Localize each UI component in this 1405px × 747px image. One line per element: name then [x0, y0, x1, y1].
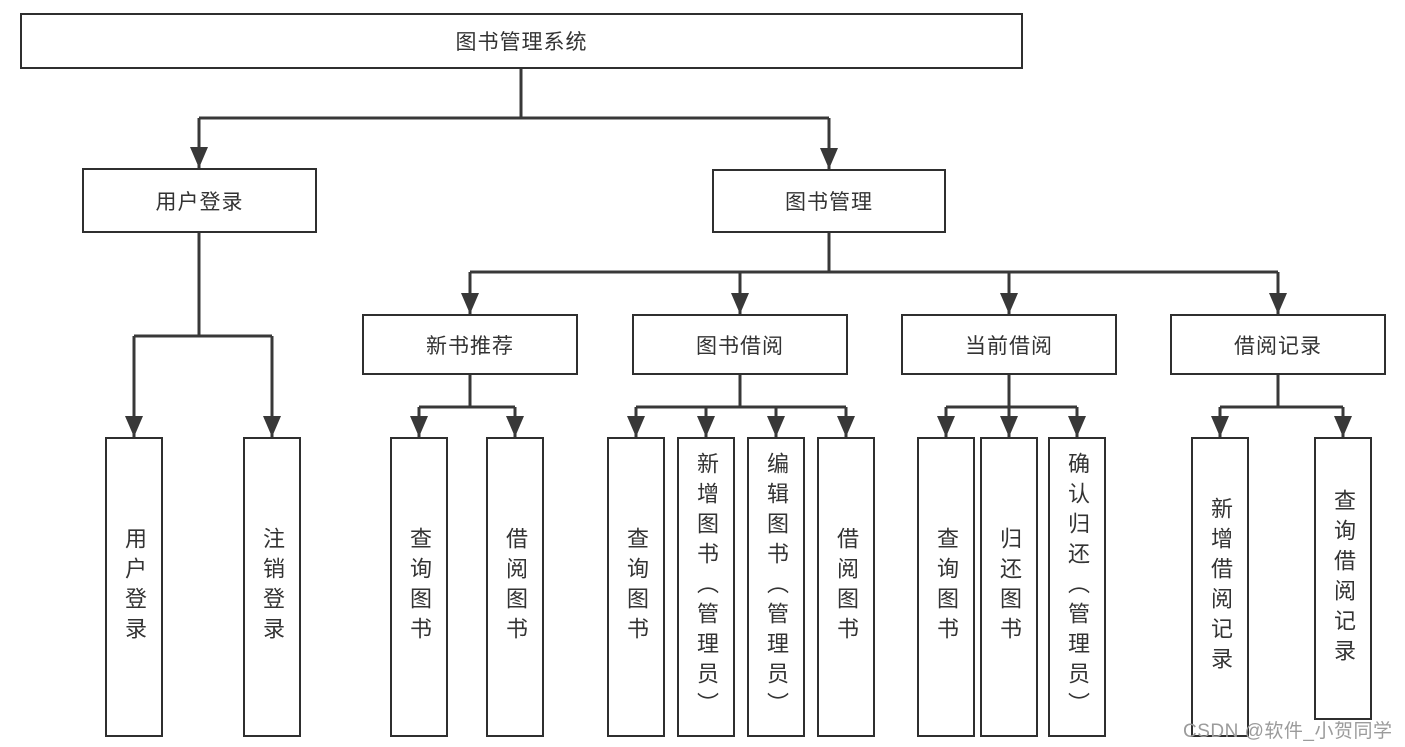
node-root-system: 图书管理系统	[20, 13, 1023, 69]
leaf-borrow-books: 借阅图书	[817, 437, 875, 737]
node-label: 用户登录	[155, 190, 244, 214]
leaf-label: 注销登录	[260, 527, 285, 647]
node-user-login-module: 用户登录	[82, 168, 317, 233]
leaf-query-books-borrow: 查询图书	[607, 437, 665, 737]
leaf-label: 新增图书（管理员）	[694, 452, 719, 722]
leaf-label: 编辑图书（管理员）	[764, 452, 789, 722]
leaf-query-books-current: 查询图书	[917, 437, 975, 737]
leaf-label: 借阅图书	[834, 527, 859, 647]
leaf-logout: 注销登录	[243, 437, 301, 737]
leaf-label: 新增借阅记录	[1208, 497, 1233, 677]
leaf-label: 查询图书	[624, 527, 649, 647]
leaf-edit-books-admin: 编辑图书（管理员）	[747, 437, 805, 737]
leaf-query-borrow-record: 查询借阅记录	[1314, 437, 1372, 720]
leaf-label: 查询图书	[407, 527, 432, 647]
leaf-confirm-return-admin: 确认归还（管理员）	[1048, 437, 1106, 737]
node-label: 借阅记录	[1234, 334, 1322, 358]
csdn-watermark: CSDN @软件_小贺同学	[1183, 721, 1393, 742]
leaf-borrow-books-recommend: 借阅图书	[486, 437, 544, 737]
node-book-management-module: 图书管理	[712, 169, 946, 233]
leaf-label: 归还图书	[997, 527, 1022, 647]
node-label: 新书推荐	[426, 334, 514, 358]
node-book-borrowing: 图书借阅	[632, 314, 848, 375]
leaf-return-books: 归还图书	[980, 437, 1038, 737]
leaf-label: 确认归还（管理员）	[1065, 452, 1090, 722]
node-new-book-recommendation: 新书推荐	[362, 314, 578, 375]
leaf-add-books-admin: 新增图书（管理员）	[677, 437, 735, 737]
connector-lines	[132, 69, 1345, 437]
leaf-label: 查询图书	[934, 527, 959, 647]
node-label: 图书管理	[785, 191, 873, 214]
node-root-label: 图书管理系统	[455, 31, 588, 54]
leaf-user-login: 用户登录	[105, 437, 163, 737]
leaf-label: 用户登录	[122, 527, 147, 647]
leaf-label: 查询借阅记录	[1331, 488, 1356, 669]
node-current-borrowing: 当前借阅	[901, 314, 1117, 375]
node-label: 图书借阅	[696, 334, 784, 358]
node-label: 当前借阅	[965, 334, 1053, 358]
leaf-add-borrow-record: 新增借阅记录	[1191, 437, 1249, 737]
leaf-query-books-recommend: 查询图书	[390, 437, 448, 737]
leaf-label: 借阅图书	[503, 527, 528, 647]
node-borrowing-records: 借阅记录	[1170, 314, 1386, 375]
